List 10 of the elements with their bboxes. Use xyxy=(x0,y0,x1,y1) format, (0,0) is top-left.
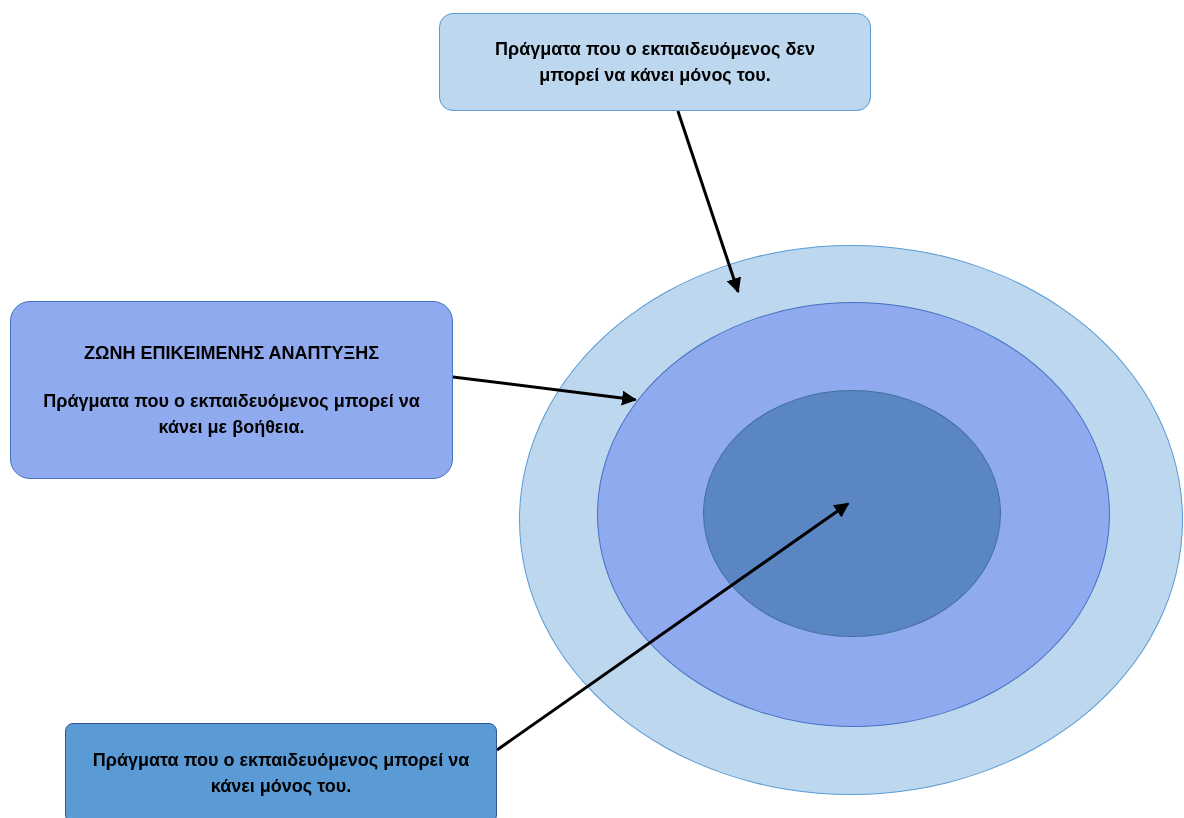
text-box xyxy=(65,723,497,818)
description-text: Πράγματα που ο εκπαιδευόμενος μπορεί να κάνει με βοήθεια. xyxy=(42,389,421,440)
arrow xyxy=(496,502,850,752)
arrow xyxy=(676,110,741,294)
arrow xyxy=(452,375,637,406)
text-box xyxy=(10,301,453,479)
heading-text: ΖΩΝΗ ΕΠΙΚΕΙΜΕΝΗΣ ΑΝΑΠΤΥΞΗΣ xyxy=(84,341,379,365)
description-text: Πράγματα που ο εκπαιδευόμενος δεν μπορεί να κάνει μόνος του. xyxy=(494,37,816,87)
description-text: Πράγματα που ο εκπαιδευόμενος μπορεί να κάνει μόνος του. xyxy=(91,748,471,798)
text-box xyxy=(439,13,871,111)
